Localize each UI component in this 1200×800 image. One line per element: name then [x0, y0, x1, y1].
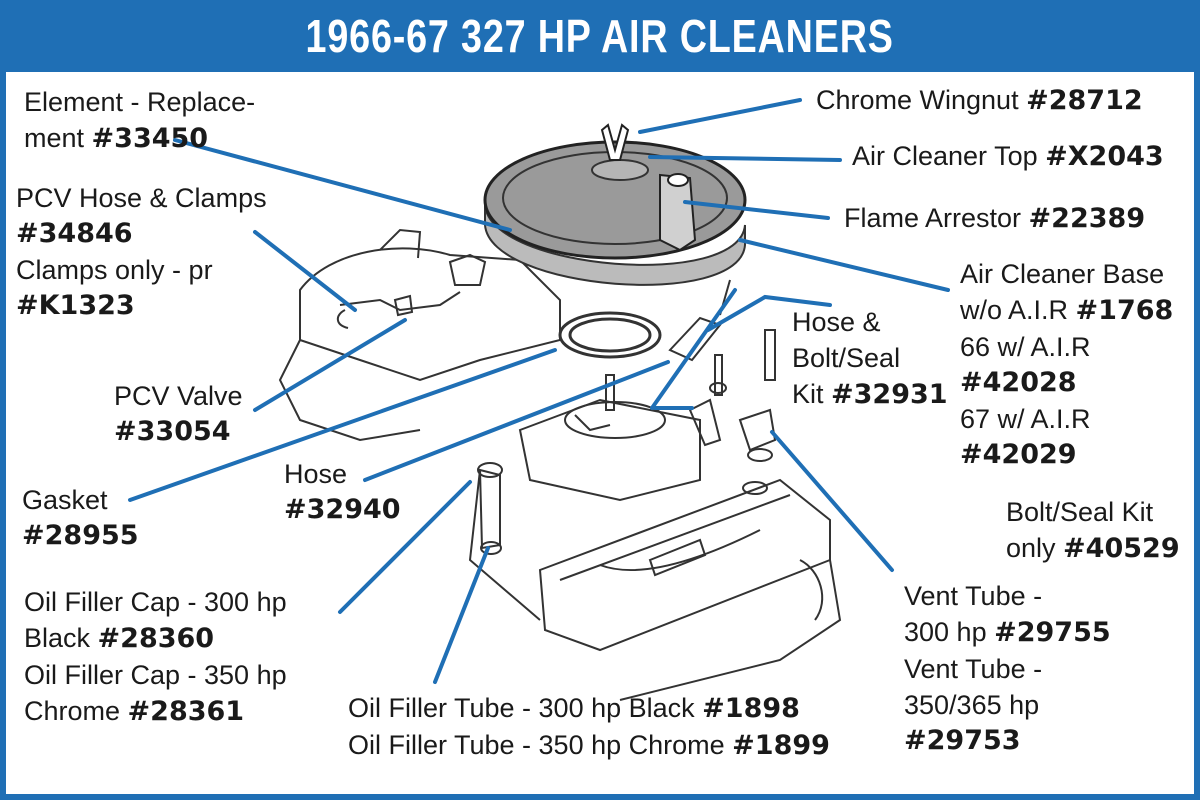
page-title: 1966-67 327 HP AIR CLEANERS	[305, 10, 895, 62]
label-air-cleaner-top: Air Cleaner Top #X2043	[852, 141, 1164, 172]
label-oil-filler-tube: Oil Filler Tube - 300 hp Black #1898 Oil…	[348, 693, 830, 761]
label-hose-bolt-seal-kit: Hose & Bolt/Seal Kit #32931	[792, 307, 948, 410]
gasket-drawing	[558, 311, 662, 359]
engine-block-drawing	[278, 228, 842, 701]
label-gasket: Gasket #28955	[22, 485, 139, 551]
label-flame-arrestor: Flame Arrestor #22389	[844, 203, 1146, 234]
label-element: Element - Replace- ment #33450	[24, 87, 256, 154]
label-hose: Hose #32940	[284, 459, 401, 525]
air-cleaner-drawing	[483, 123, 747, 286]
label-pcv-hose: PCV Hose & Clamps #34846 Clamps only - p…	[16, 183, 267, 321]
label-oil-filler-cap: Oil Filler Cap - 300 hp Black #28360 Oil…	[24, 587, 287, 727]
label-air-cleaner-base: Air Cleaner Base w/o A.I.R #1768 66 w/ A…	[960, 259, 1174, 470]
label-pcv-valve: PCV Valve #33054	[114, 381, 243, 447]
label-chrome-wingnut: Chrome Wingnut #28712	[816, 85, 1143, 116]
leader-lines	[128, 98, 950, 684]
label-bolt-seal-kit: Bolt/Seal Kit only #40529	[1006, 497, 1180, 564]
label-vent-tube: Vent Tube - 300 hp #29755 Vent Tube - 35…	[904, 581, 1111, 756]
title-bar: 1966-67 327 HP AIR CLEANERS	[0, 0, 1200, 72]
